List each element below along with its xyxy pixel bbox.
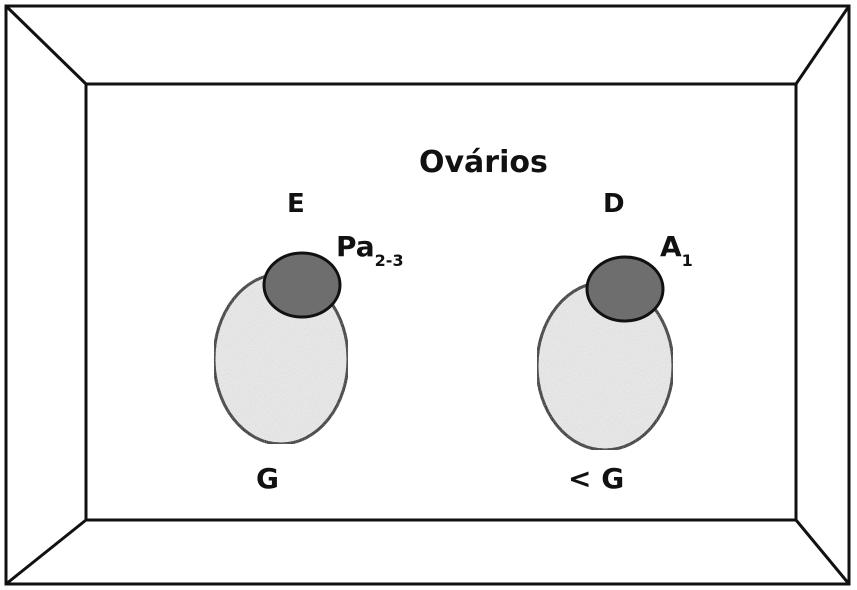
left-size-label: G: [256, 462, 279, 495]
right-follicle-label-subscript: 1: [682, 251, 693, 270]
right-side-label: D: [603, 189, 625, 219]
left-side-label: E: [287, 189, 305, 219]
right-follicle: [587, 257, 663, 321]
diagram-title: Ovários: [419, 145, 548, 180]
left-follicle: [264, 253, 340, 317]
right-size-label: < G: [568, 462, 624, 495]
left-follicle-label-subscript: 2-3: [375, 251, 404, 270]
box-frame: [6, 6, 849, 584]
right-follicle-label-main: A: [660, 230, 682, 263]
left-follicle-label-main: Pa: [336, 230, 375, 263]
